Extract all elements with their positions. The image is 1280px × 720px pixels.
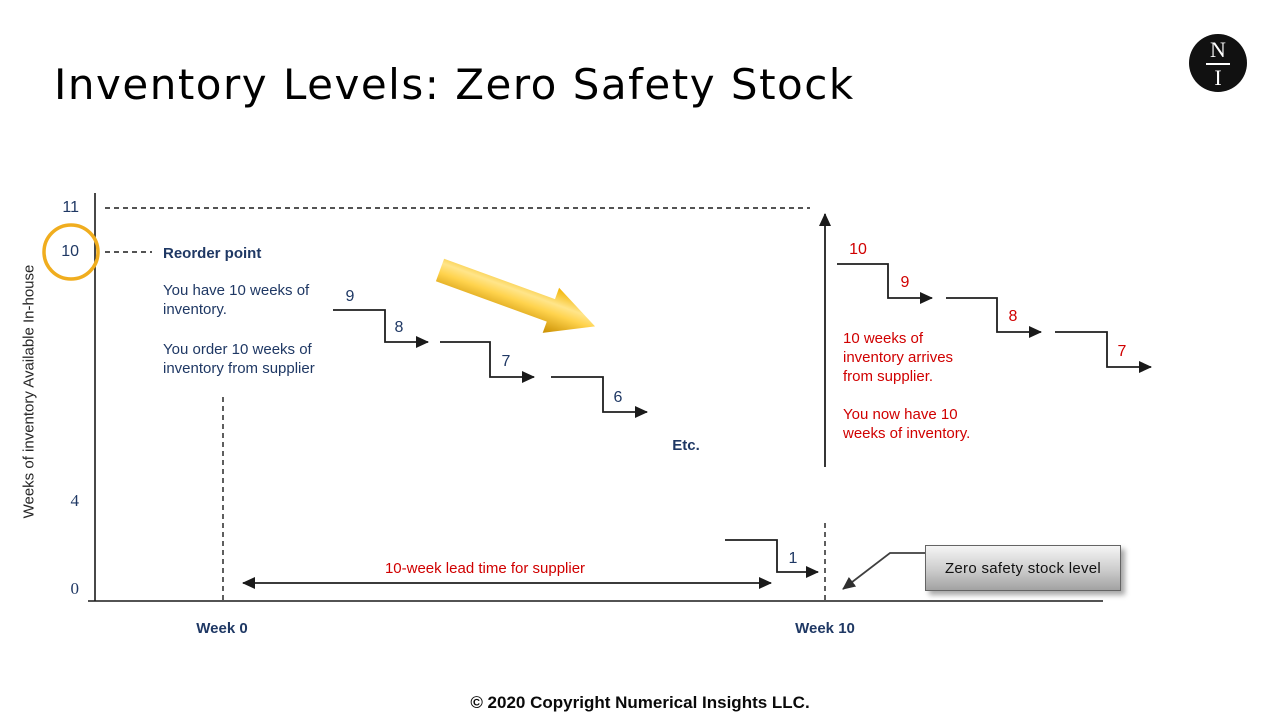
right-step-label-7: 7 bbox=[1117, 343, 1127, 360]
left-step-label-7: 7 bbox=[501, 353, 511, 370]
zero-safety-leader-arrow bbox=[842, 552, 926, 590]
y-tick-0: 0 bbox=[70, 579, 80, 598]
copyright-text: © 2020 Copyright Numerical Insights LLC. bbox=[470, 693, 810, 712]
zero-safety-stock-label: Zero safety stock level bbox=[944, 559, 1102, 577]
reorder-point-label: Reorder point bbox=[163, 245, 262, 262]
numerical-insights-logo-icon: N I bbox=[1189, 34, 1247, 92]
reorder-highlight-circle-icon bbox=[42, 223, 100, 281]
x-label-week0: Week 0 bbox=[196, 620, 248, 637]
right-step-label-9: 9 bbox=[900, 274, 910, 291]
y-tick-4: 4 bbox=[70, 491, 80, 510]
logo-letter-i: I bbox=[1214, 64, 1222, 90]
yellow-trend-arrow-icon bbox=[435, 258, 596, 333]
right-step-label-10: 10 bbox=[849, 241, 867, 258]
left-step-8-to-7 bbox=[440, 341, 535, 383]
arrives-text: 10 weeks of inventory arrives from suppl… bbox=[843, 330, 954, 385]
bottom-step-label-1: 1 bbox=[788, 550, 798, 567]
y-tick-11: 11 bbox=[62, 199, 79, 216]
x-label-week10: Week 10 bbox=[795, 620, 855, 637]
left-step-label-9: 9 bbox=[345, 288, 355, 305]
left-step-label-6: 6 bbox=[613, 389, 623, 406]
have-inventory-text: You have 10 weeks of inventory. bbox=[163, 282, 310, 318]
y-axis-title: Weeks of inventory Available In-house bbox=[20, 264, 38, 519]
slide-title: Inventory Levels: Zero Safety Stock bbox=[54, 60, 855, 109]
order-inventory-text: You order 10 weeks of inventory from sup… bbox=[163, 341, 315, 377]
now-have-text: You now have 10 weeks of inventory. bbox=[843, 406, 971, 442]
right-step-label-8: 8 bbox=[1008, 308, 1018, 325]
logo-letter-n: N bbox=[1206, 38, 1230, 65]
bottom-step-to-1 bbox=[725, 539, 819, 578]
lead-time-text: 10-week lead time for supplier bbox=[384, 560, 586, 577]
etc-label: Etc. bbox=[672, 437, 700, 454]
right-step-8-to-7 bbox=[1055, 331, 1152, 373]
y-tick-10: 10 bbox=[61, 243, 79, 260]
left-step-label-8: 8 bbox=[394, 319, 404, 336]
left-step-7-to-6 bbox=[551, 376, 648, 418]
left-step-9-to-8 bbox=[333, 309, 429, 348]
right-step-10-to-9 bbox=[837, 263, 933, 304]
zero-safety-stock-callout: Zero safety stock level bbox=[925, 545, 1121, 591]
right-step-9-to-8 bbox=[946, 297, 1042, 338]
